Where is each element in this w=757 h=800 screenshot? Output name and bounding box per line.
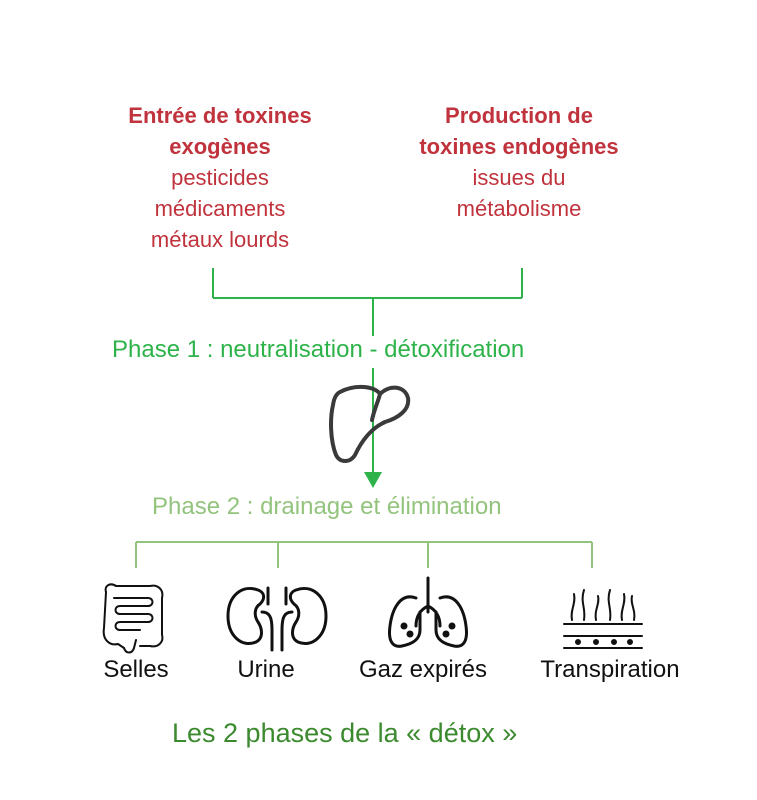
phase-arrowhead xyxy=(364,472,382,488)
endogenous-title-line2: toxines endogènes xyxy=(419,134,619,159)
skin-icon xyxy=(563,589,643,649)
intestine-icon xyxy=(102,583,164,654)
endogenous-item: issues du xyxy=(472,165,566,190)
output-label-gaz-expires: Gaz expirés xyxy=(358,656,488,683)
phase2-bracket xyxy=(135,541,593,568)
kidney-icon xyxy=(226,586,328,652)
exogenous-item: métaux lourds xyxy=(150,227,290,252)
endogenous-title-line1: Production de xyxy=(445,103,593,128)
exogenous-item: médicaments xyxy=(154,196,286,221)
exogenous-title-line2: exogènes xyxy=(169,134,271,159)
liver-icon xyxy=(329,385,411,463)
endogenous-item: métabolisme xyxy=(456,196,582,221)
exogenous-item: pesticides xyxy=(171,165,269,190)
phase1-label: Phase 1 : neutralisation - détoxificatio… xyxy=(110,336,527,364)
output-label-urine: Urine xyxy=(237,656,295,683)
exogenous-title-line1: Entrée de toxines xyxy=(128,103,312,128)
diagram-caption: Les 2 phases de la « détox » xyxy=(172,718,518,748)
phase2-label: Phase 2 : drainage et élimination xyxy=(152,493,502,520)
output-label-transpiration: Transpiration xyxy=(540,656,680,683)
output-label-selles: Selles xyxy=(103,656,169,683)
phase1-bracket xyxy=(212,268,523,475)
endogenous-toxins-block: Production de toxines endogènes issues d… xyxy=(388,100,650,224)
exogenous-toxins-block: Entrée de toxines exogènes pesticides mé… xyxy=(90,100,350,255)
lungs-icon xyxy=(388,576,468,648)
